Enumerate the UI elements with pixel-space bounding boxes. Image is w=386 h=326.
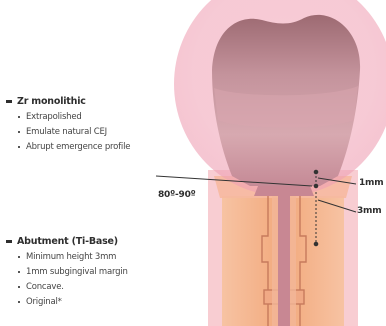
abutment-height-label: 3mm (357, 206, 381, 216)
crown-item: Extrapolished (18, 112, 82, 122)
abutment-item: 1mm subgingival margin (18, 267, 128, 277)
abutment-heading: Abutment (Ti-Base) (6, 236, 118, 247)
abutment-item: Minimum height 3mm (18, 252, 116, 262)
crown-heading: Zr monolithic (6, 96, 86, 107)
crown-item: Abrupt emergence profile (18, 142, 130, 152)
dot-bullet-icon (18, 131, 20, 133)
dot-bullet-icon (18, 286, 20, 288)
abutment-item: Concave. (18, 282, 64, 292)
dot-bullet-icon (18, 301, 20, 303)
dash-bullet-icon (6, 100, 12, 103)
dot-bullet-icon (18, 146, 20, 148)
dot-bullet-icon (18, 256, 20, 258)
dot-bullet-icon (18, 271, 20, 273)
angle-label: 80º-90º (158, 190, 196, 200)
margin-depth-label: 1mm (359, 178, 383, 188)
crown-item: Emulate natural CEJ (18, 127, 107, 137)
dash-bullet-icon (6, 240, 12, 243)
abutment-item: Original* (18, 297, 62, 307)
dot-bullet-icon (18, 116, 20, 118)
